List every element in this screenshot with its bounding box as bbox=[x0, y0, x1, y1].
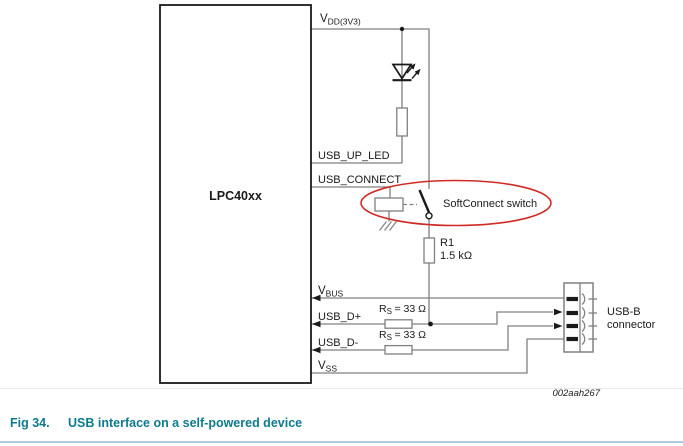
connector-contacts bbox=[581, 292, 597, 346]
arrow-dminus-right bbox=[554, 322, 563, 330]
chip-outline bbox=[159, 4, 312, 384]
resistor-rs-dminus bbox=[384, 344, 413, 355]
drawing-id-label: 002aah267 bbox=[552, 388, 600, 399]
figure-caption: Fig 34. USB interface on a self-powered d… bbox=[10, 415, 670, 431]
usb-b-connector-symbol bbox=[563, 282, 597, 353]
junction-dot-vdd bbox=[399, 26, 405, 32]
arrow-dplus-left bbox=[312, 320, 321, 328]
pin-label-usb-connect: USB_CONNECT bbox=[318, 174, 401, 186]
connector-label-line2: connector bbox=[607, 319, 656, 331]
connector-label-line1: USB-B bbox=[607, 306, 641, 318]
softconnect-switch-symbol bbox=[418, 189, 433, 220]
wire-usb-connect-stub bbox=[311, 186, 391, 198]
arrow-dminus-left bbox=[312, 346, 321, 354]
resistor-rs-dplus bbox=[384, 319, 413, 329]
led-symbol bbox=[391, 63, 421, 82]
r1-name-label: R1 bbox=[440, 237, 454, 249]
junction-dot-dplus bbox=[428, 321, 433, 327]
resistor-led bbox=[396, 107, 408, 137]
wire-vss bbox=[311, 338, 564, 374]
softconnect-switch-label: SoftConnect switch bbox=[443, 198, 537, 210]
pin-label-usb-up-led: USB_UP_LED bbox=[318, 150, 390, 162]
highlight-ellipse bbox=[360, 179, 552, 227]
rs-label-dminus: RS= 33 Ω bbox=[379, 329, 426, 342]
r1-value-label: 1.5 kΩ bbox=[440, 250, 472, 262]
arrow-dplus-right bbox=[554, 308, 563, 316]
resistor-r1 bbox=[423, 237, 436, 264]
pin-label-vss: VSS bbox=[318, 360, 337, 374]
wire-vdd-to-switch bbox=[311, 28, 430, 189]
signal-arrowheads bbox=[312, 294, 563, 354]
figure-number: Fig 34. bbox=[10, 416, 50, 430]
connector-pins bbox=[566, 296, 578, 342]
arrow-vbus-left bbox=[312, 294, 321, 302]
divider-above-caption bbox=[0, 388, 683, 389]
ground-symbol bbox=[379, 221, 397, 231]
pin-label-vbus: VBUS bbox=[318, 285, 343, 299]
pin-label-usb-dplus: USB_D+ bbox=[318, 311, 361, 323]
rs-label-dplus: RS= 33 Ω bbox=[379, 303, 426, 316]
pin-label-usb-dminus: USB_D- bbox=[318, 337, 359, 349]
divider-below-caption bbox=[0, 441, 683, 443]
figure-title: USB interface on a self-powered device bbox=[68, 416, 303, 430]
chip-label: LPC40xx bbox=[209, 189, 262, 203]
softconnect-driver-box bbox=[374, 197, 404, 212]
pin-label-vdd: VDD(3V3) bbox=[320, 13, 361, 27]
